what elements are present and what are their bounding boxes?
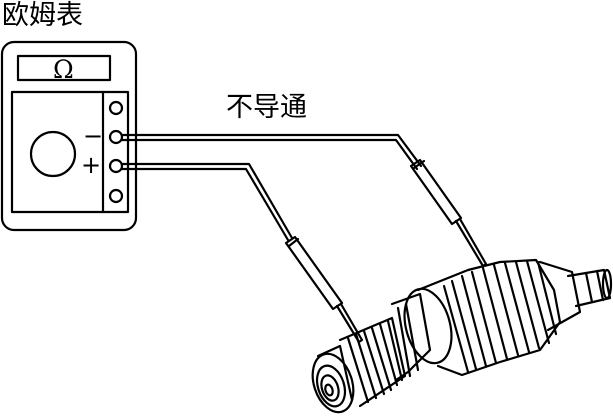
armature-core xyxy=(416,258,562,377)
ohmmeter-display-window xyxy=(16,54,112,82)
terminal-minus xyxy=(108,129,124,145)
ohmmeter-face-panel xyxy=(10,90,130,214)
minus-terminal-label: − xyxy=(83,122,104,150)
front-shaft-center xyxy=(324,383,334,397)
ohmmeter-unit-symbol: Ω xyxy=(53,55,74,84)
continuity-state-label: 不导通 xyxy=(226,92,307,123)
plus-terminal-label: + xyxy=(81,151,102,179)
armature-rear-bell xyxy=(538,260,582,332)
test-lead-plus xyxy=(120,162,364,344)
ohmmeter-title: 欧姆表 xyxy=(2,0,83,31)
test-lead-minus xyxy=(120,133,488,268)
ohmmeter xyxy=(0,40,138,232)
armature xyxy=(311,258,613,414)
ohmmeter-dial-knob xyxy=(29,130,77,178)
terminal-4 xyxy=(108,188,124,204)
terminal-plus xyxy=(108,158,124,174)
terminal-1 xyxy=(108,100,124,116)
